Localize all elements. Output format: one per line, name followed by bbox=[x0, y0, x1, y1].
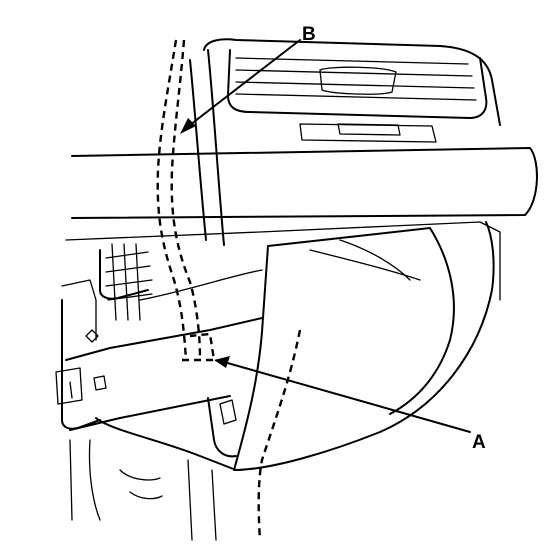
arrowhead-a-icon bbox=[214, 356, 230, 368]
dashboard-panel bbox=[65, 49, 538, 301]
lower-trim-panel bbox=[233, 221, 495, 471]
callout-label-a: A bbox=[472, 432, 486, 453]
callout-leaders bbox=[180, 39, 471, 433]
arrowhead-b-icon bbox=[180, 118, 196, 134]
air-vent bbox=[203, 38, 501, 143]
mechanical-parts bbox=[55, 243, 263, 541]
hidden-harness bbox=[156, 39, 302, 541]
callout-label-b: B bbox=[302, 24, 316, 45]
leader-line-a bbox=[223, 361, 471, 433]
leader-line-b bbox=[185, 39, 301, 129]
